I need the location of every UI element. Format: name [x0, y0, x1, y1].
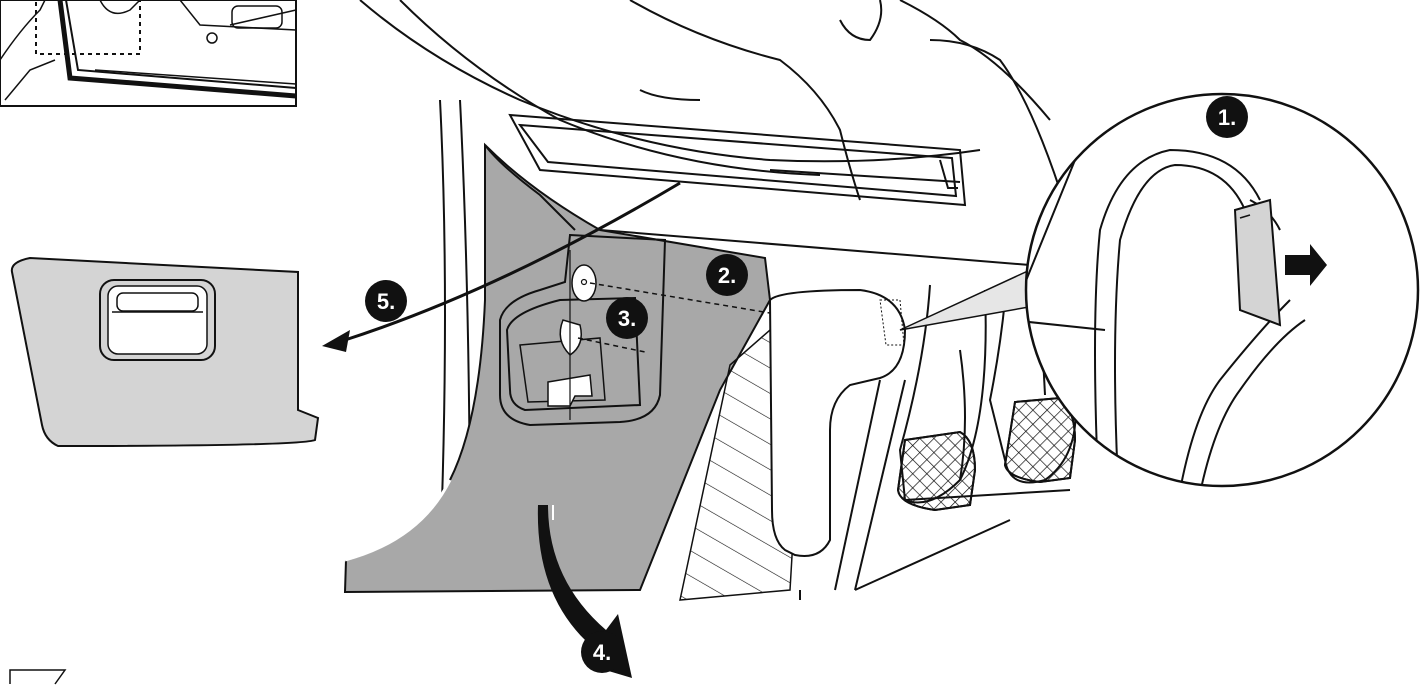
step-badge-4: 4. — [581, 631, 623, 673]
step-badge-2: 2. — [706, 254, 748, 296]
glove-box — [12, 258, 318, 446]
step-label-1: 1. — [1218, 105, 1236, 130]
step-label-3: 3. — [618, 306, 636, 331]
inset-thumbnail — [0, 0, 296, 106]
step-badge-1: 1. — [1206, 96, 1248, 138]
accelerator-pedal-pad — [1005, 398, 1075, 482]
step-label-4: 4. — [593, 640, 611, 665]
brake-pedal-pad — [898, 432, 975, 510]
step-badge-3: 3. — [606, 297, 648, 339]
magnifier-connector — [900, 270, 1040, 330]
column-cover — [770, 290, 905, 556]
step-badge-5: 5. — [365, 280, 407, 322]
corner-mark — [10, 670, 65, 684]
step-label-2: 2. — [718, 263, 736, 288]
step-label-5: 5. — [377, 289, 395, 314]
